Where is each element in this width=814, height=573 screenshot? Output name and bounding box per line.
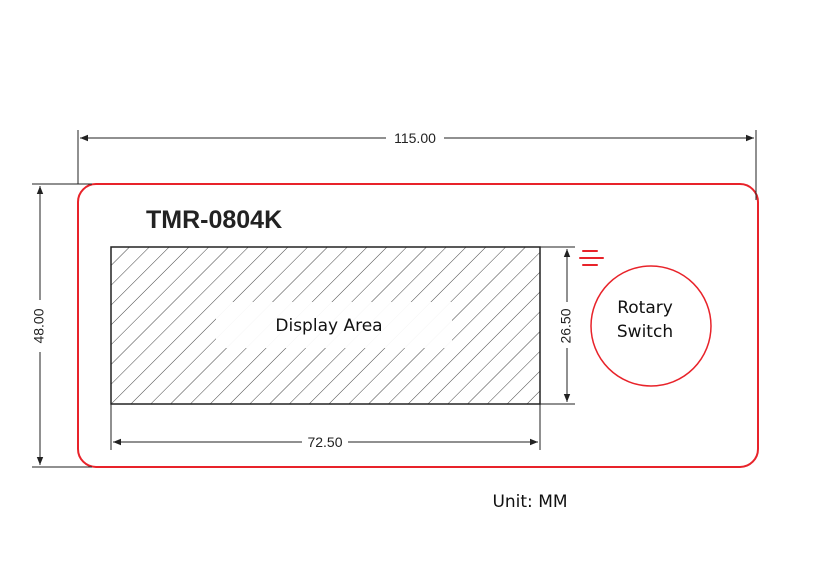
- overall-height-label: 48.00: [31, 308, 47, 343]
- model-title: TMR-0804K: [146, 206, 282, 234]
- device-outline: [77, 183, 759, 468]
- display-area: Display Area: [110, 246, 541, 405]
- overall-width-dimension: 115.00: [77, 130, 757, 200]
- indicator-icon: [579, 250, 604, 266]
- unit-note: Unit: MM: [492, 492, 567, 512]
- overall-height-dimension: 48.00: [31, 183, 92, 468]
- display-height-dimension: 26.50: [540, 246, 575, 405]
- rotary-switch-label-line2: Switch: [617, 322, 673, 342]
- overall-width-label: 115.00: [394, 130, 436, 146]
- display-width-dimension: 72.50: [110, 404, 541, 450]
- rotary-switch-label-line1: Rotary: [617, 298, 673, 318]
- display-height-label: 26.50: [558, 308, 574, 343]
- rotary-switch: Rotary Switch: [590, 265, 712, 387]
- display-area-label: Display Area: [275, 316, 382, 336]
- display-width-label: 72.50: [307, 434, 342, 450]
